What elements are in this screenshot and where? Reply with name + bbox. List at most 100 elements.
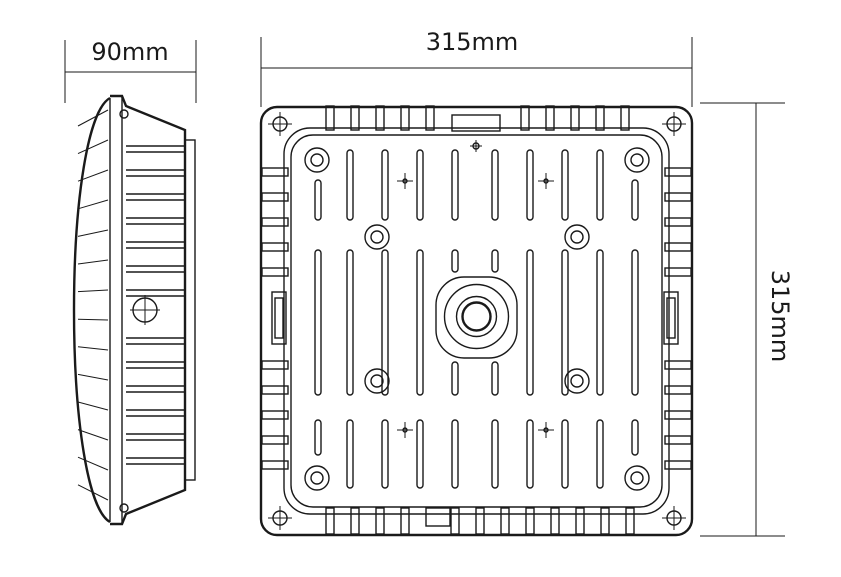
width-dimension: 315mm <box>260 28 693 107</box>
cooling-slot <box>381 249 389 396</box>
right-fin <box>664 242 692 252</box>
cooling-slot <box>561 249 569 396</box>
cable-gland <box>435 276 518 359</box>
top-fin <box>325 105 335 131</box>
cooling-slot <box>526 419 534 489</box>
top-fin <box>620 105 630 131</box>
cooling-slot <box>416 249 424 396</box>
corner-hole <box>662 112 686 136</box>
cooling-slot <box>596 249 604 396</box>
lens-ray <box>77 456 109 471</box>
right-fin <box>664 167 692 177</box>
right-fin <box>664 192 692 202</box>
left-fin <box>261 460 289 470</box>
cooling-slot <box>314 419 322 456</box>
cooling-slots <box>314 149 639 489</box>
cooling-slot <box>631 179 639 221</box>
lens-ray <box>77 289 109 293</box>
cooling-slot <box>491 361 499 396</box>
width-label: 315mm <box>426 28 519 56</box>
right-fin <box>664 410 692 420</box>
cooling-slot <box>561 149 569 221</box>
left-fin <box>261 410 289 420</box>
cross-marker <box>538 173 554 189</box>
bottom-fin <box>525 507 535 535</box>
cooling-slot <box>416 149 424 221</box>
cross-markers <box>397 173 554 438</box>
top-fin <box>520 105 530 131</box>
lens-ray <box>77 259 109 265</box>
bottom-fin <box>325 507 335 535</box>
cooling-slot <box>451 249 459 273</box>
left-fin <box>261 192 289 202</box>
lens-ray <box>77 318 109 321</box>
cooling-slot <box>451 419 459 489</box>
inner-hole <box>364 368 390 394</box>
cooling-slot <box>491 249 499 273</box>
inner-hole <box>364 224 390 250</box>
cooling-slot <box>491 149 499 221</box>
cooling-slot <box>416 419 424 489</box>
lens-ray <box>77 373 109 381</box>
left-fin <box>261 385 289 395</box>
lens-ray <box>77 429 109 441</box>
cooling-slot <box>346 249 354 396</box>
top-fin <box>350 105 360 131</box>
cooling-slot <box>596 149 604 221</box>
left-fin <box>261 167 289 177</box>
bottom-fin <box>450 507 460 535</box>
bottom-fin <box>350 507 360 535</box>
right-fin <box>664 385 692 395</box>
top-fin <box>425 105 435 131</box>
corner-mounting-holes <box>268 112 686 530</box>
cooling-slot <box>526 149 534 221</box>
height-dimension: 315mm <box>700 102 794 537</box>
cooling-slot <box>561 419 569 489</box>
depth-dimension: 90mm <box>64 38 197 103</box>
inner-hole <box>304 465 330 491</box>
depth-label: 90mm <box>91 38 168 66</box>
inner-hole <box>624 147 650 173</box>
cooling-slot <box>346 419 354 489</box>
bottom-fin <box>575 507 585 535</box>
cooling-slot <box>526 249 534 396</box>
cooling-slot <box>491 419 499 489</box>
inner-hole <box>624 465 650 491</box>
left-fin <box>261 242 289 252</box>
cooling-slot <box>631 419 639 456</box>
bottom-fin <box>400 507 410 535</box>
edge-fins <box>261 105 692 535</box>
right-fin <box>664 360 692 370</box>
cooling-slot <box>314 249 322 396</box>
inner-hole <box>304 147 330 173</box>
cooling-slot <box>451 149 459 221</box>
corner-hole <box>268 112 292 136</box>
height-label: 315mm <box>766 270 794 363</box>
top-fin <box>545 105 555 131</box>
cooling-slot <box>381 149 389 221</box>
lens-ray <box>77 169 109 182</box>
top-fin <box>595 105 605 131</box>
right-fin <box>664 217 692 227</box>
front-view <box>259 105 694 537</box>
inner-hole <box>564 368 590 394</box>
cooling-slot <box>451 361 459 396</box>
lens-ray <box>77 139 109 155</box>
lens-ray <box>77 229 109 237</box>
top-fin <box>400 105 410 131</box>
corner-hole <box>662 506 686 530</box>
cross-marker <box>397 422 413 438</box>
lens-ray <box>77 346 109 351</box>
lens-ray <box>77 484 109 501</box>
left-fin <box>261 267 289 277</box>
bottom-fin <box>625 507 635 535</box>
right-fin <box>664 435 692 445</box>
bottom-fin <box>600 507 610 535</box>
bottom-fin <box>550 507 560 535</box>
right-fin <box>664 460 692 470</box>
corner-hole <box>268 506 292 530</box>
cooling-slot <box>631 249 639 396</box>
cooling-slot <box>596 419 604 489</box>
cooling-slot <box>314 179 322 221</box>
